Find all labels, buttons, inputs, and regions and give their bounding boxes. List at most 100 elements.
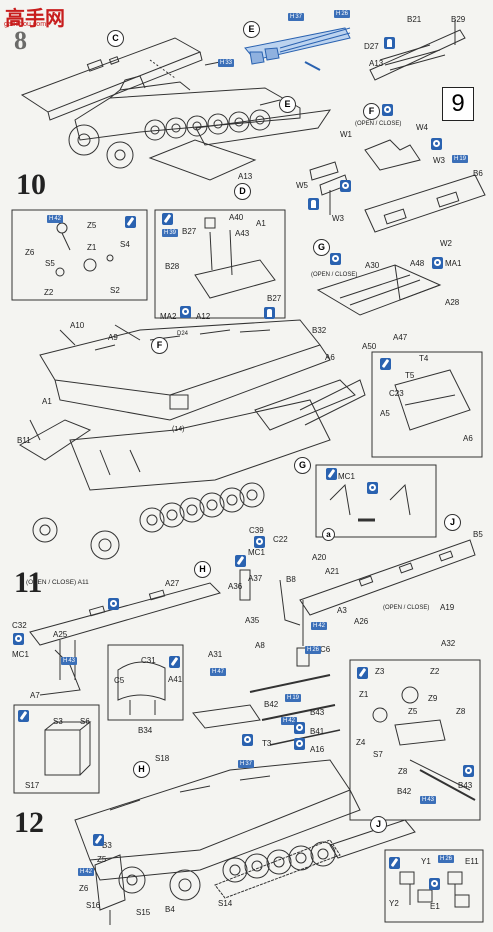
part-label: W1 [340, 130, 352, 139]
part-label: A12 [196, 312, 211, 321]
part-label: Z8 [398, 767, 408, 776]
part-label: Z2 [430, 667, 440, 676]
part-label: A21 [325, 567, 340, 576]
paint-ref-badge: H37 [238, 760, 255, 768]
part-label: B43 [458, 781, 473, 790]
part-label: Z5 [97, 855, 107, 864]
part-label: B27 [267, 294, 282, 303]
detail-box-mg [349, 659, 481, 821]
part-label: B6 [473, 169, 483, 178]
paint-ref-badge: H42 [281, 717, 298, 725]
subassembly-g: G [313, 239, 330, 256]
side-panel-j [299, 539, 476, 616]
part-label: B34 [138, 726, 153, 735]
detail-box-y [384, 849, 484, 923]
part-label: A48 [410, 259, 425, 268]
part-label: S7 [373, 750, 383, 759]
part-label: A28 [445, 298, 460, 307]
part-label: A36 [228, 582, 243, 591]
open-close-note: (OPEN / CLOSE) A11 [26, 579, 89, 586]
part-label: A41 [168, 675, 183, 684]
step-number-11: 11 [14, 566, 43, 599]
part-label: S5 [45, 259, 55, 268]
part-label: S15 [136, 908, 151, 917]
part-label: B42 [264, 700, 279, 709]
part-label: D24 [177, 331, 189, 337]
subassembly-h2: H [133, 761, 150, 778]
part-label: A6 [325, 353, 335, 362]
part-label: A50 [362, 342, 377, 351]
part-label: A10 [70, 321, 85, 330]
part-e-highlight [244, 27, 351, 65]
part-label: A47 [393, 333, 408, 342]
detail-box-stowage [13, 704, 100, 794]
paint-icon [431, 138, 442, 150]
road-wheels-12 [118, 841, 336, 901]
part-label: C39 [249, 526, 264, 535]
part-label: B11 [17, 436, 31, 445]
open-close-note: (OPEN / CLOSE) [355, 121, 402, 127]
brush-icon [18, 710, 29, 722]
paint-icon [367, 482, 378, 494]
part-label: A8 [255, 641, 265, 650]
chassis-frame [74, 87, 301, 141]
paint-ref-badge: H26 [305, 646, 322, 654]
part-label: A25 [53, 630, 68, 639]
part-label: A37 [248, 574, 263, 583]
brush-icon [357, 667, 368, 679]
watermark-text: 高手网 [5, 8, 65, 30]
part-label: A27 [165, 579, 180, 588]
road-wheels-top [144, 109, 271, 141]
part-label: B29 [451, 15, 466, 24]
hull-lower-10 [69, 399, 331, 491]
part-label: W3 [332, 214, 344, 223]
subassembly-g2: G [294, 457, 311, 474]
part-label: B21 [407, 15, 422, 24]
part-label: B28 [165, 262, 180, 271]
gear-cylinder [296, 647, 310, 667]
part-label: W4 [416, 123, 428, 132]
paint-icon [340, 180, 351, 192]
part-label: Z2 [44, 288, 54, 297]
part-label: A1 [42, 397, 52, 406]
part-label: S4 [120, 240, 130, 249]
step-number-10: 10 [16, 168, 46, 201]
paint-ref-badge: H19 [452, 155, 469, 163]
subassembly-j2: J [370, 816, 387, 833]
part-label: S17 [25, 781, 40, 790]
brush-icon [326, 468, 337, 480]
part-label: Z1 [87, 243, 97, 252]
open-close-note: (OPEN / CLOSE) [383, 605, 430, 611]
part-label: A26 [354, 617, 369, 626]
part-label: Z4 [356, 738, 366, 747]
subassembly-j: J [444, 514, 461, 531]
paint-icon [242, 734, 253, 746]
part-label: Z3 [375, 667, 385, 676]
part-label: Z8 [456, 707, 466, 716]
part-label: E1 [430, 902, 440, 911]
part-label: Y1 [421, 857, 431, 866]
step-number-9: 9 [442, 87, 474, 121]
part-label: A32 [441, 639, 456, 648]
part-label: A35 [245, 616, 260, 625]
part-label: S16 [86, 901, 101, 910]
part-label: A40 [229, 213, 244, 222]
part-label: Y2 [389, 899, 399, 908]
paint-ref-badge: H26 [334, 10, 351, 18]
paint-icon [180, 306, 191, 318]
part-label: A9 [108, 333, 118, 342]
road-wheels-10 [32, 482, 265, 560]
subassembly-c: C [107, 30, 124, 47]
part-label: B27 [182, 227, 197, 236]
subassembly-e: E [243, 21, 260, 38]
part-label: (14) [172, 426, 185, 433]
part-label: MA1 [445, 259, 462, 268]
part-label: A3 [337, 606, 347, 615]
part-label: B3 [102, 841, 112, 850]
paint-ref-badge: H37 [288, 13, 305, 21]
paint-ref-badge: H42 [78, 868, 95, 876]
part-label: S6 [80, 717, 90, 726]
brush-icon [169, 656, 180, 668]
